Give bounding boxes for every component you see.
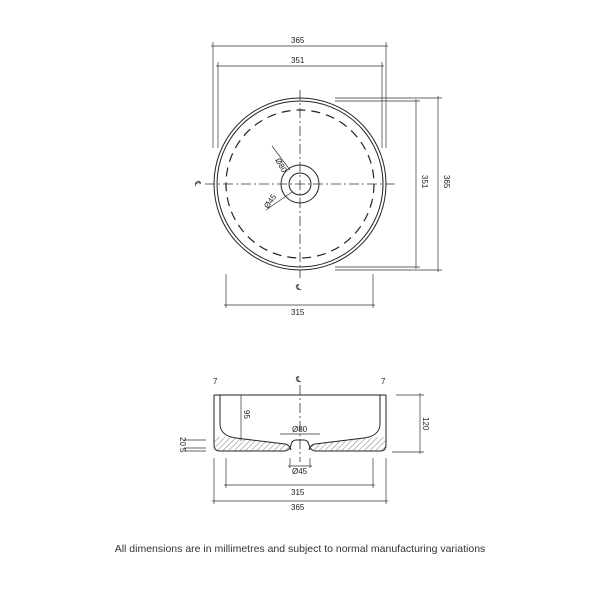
label-365-right: 365 [442,175,451,189]
leader-45 [265,191,293,211]
leader-80 [271,145,291,171]
cut-mark-left: 7 [213,377,218,386]
label-d45: Ø45 [262,192,278,210]
centerline-mark-bottom: ℄ [295,283,302,292]
centerline-mark-left: ℄ [193,180,202,187]
label-351-right: 351 [420,175,429,189]
caption: All dimensions are in millimetres and su… [114,543,486,555]
label-5: 5 [178,448,187,453]
label-section-d80: Ø80 [292,425,308,434]
label-365-section: 365 [291,503,305,512]
label-20: 20 [178,437,187,446]
label-120: 120 [421,417,430,431]
label-315-plan: 315 [291,308,305,317]
label-95: 95 [242,410,251,419]
section-view: ℄ 7 7 95 120 20 5 Ø80 Ø45 315 365 [178,375,430,512]
label-section-d45: Ø45 [292,467,308,476]
section-centerline-mark: ℄ [295,375,302,384]
hatch-right [309,437,386,451]
cut-mark-right: 7 [381,377,386,386]
label-315-section: 315 [291,488,305,497]
label-d80: Ø80 [273,157,289,175]
label-365-top: 365 [291,36,305,45]
label-351-top: 351 [291,56,305,65]
hatch-left [214,437,291,451]
plan-view: Ø80 Ø45 ℄ ℄ 365 351 365 351 315 [193,36,451,317]
